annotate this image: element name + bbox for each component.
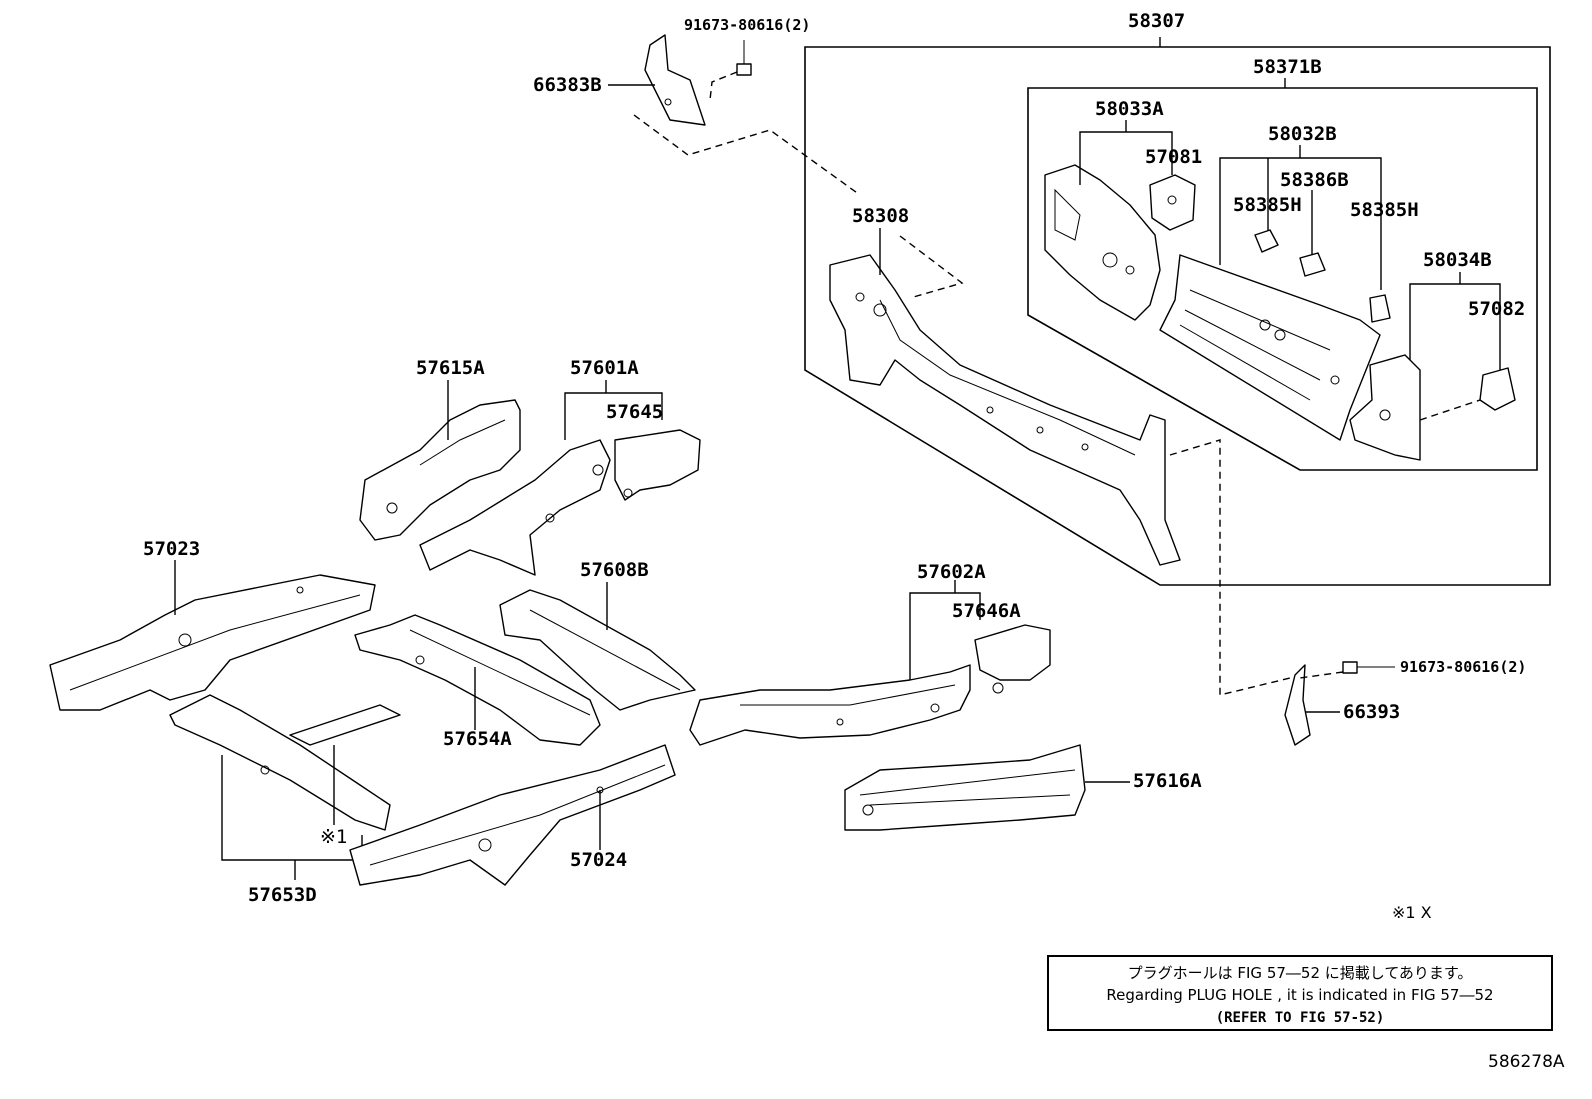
- leader-58034b: [1409, 283, 1501, 370]
- label-58034b: 58034B: [1423, 249, 1492, 271]
- rail-57601a: [419, 439, 611, 576]
- label-58033a: 58033A: [1095, 98, 1164, 120]
- label-57024: 57024: [570, 849, 628, 871]
- label-57653d: 57653D: [248, 884, 317, 906]
- label-91673-80616-right: 91673-80616(2): [1400, 658, 1527, 676]
- bracket-66383b: [644, 34, 706, 126]
- bolt-91673-right: [1342, 661, 1395, 674]
- label-57601a: 57601A: [570, 357, 639, 379]
- label-58385h-a: 58385H: [1233, 194, 1302, 216]
- dash-66393: [1169, 439, 1291, 696]
- label-mark1: ※1: [320, 826, 348, 848]
- label-91673-80616-top: 91673-80616(2): [684, 16, 811, 34]
- rocker-58308: [829, 254, 1181, 566]
- dash-57082: [1419, 399, 1481, 421]
- dash-bolt-right: [1299, 671, 1344, 679]
- label-57616a: 57616A: [1133, 770, 1202, 792]
- assembly-frame-58371b: [1027, 87, 1538, 471]
- label-57023: 57023: [143, 538, 201, 560]
- label-58307: 58307: [1128, 10, 1186, 32]
- dash-bolt-top: [709, 71, 738, 101]
- dash-66383b: [633, 114, 861, 196]
- bracket-57082: [1479, 367, 1516, 411]
- crossmember-57654a: [354, 614, 601, 746]
- label-58385h-b: 58385H: [1350, 199, 1419, 221]
- label-57615a: 57615A: [416, 357, 485, 379]
- note-japanese: プラグホールは FIG 57―52 に掲載してあります。: [1127, 964, 1473, 982]
- crossmember-57653d: [169, 694, 401, 831]
- label-58308: 58308: [852, 205, 910, 227]
- bracket-58386b: [1299, 252, 1326, 277]
- bracket-58385h-b: [1369, 294, 1391, 323]
- label-57081: 57081: [1145, 146, 1203, 168]
- note-reference: (REFER TO FIG 57-52): [1215, 1010, 1385, 1026]
- footnote-mark1: ※1 X: [1392, 903, 1432, 922]
- bracket-57645: [614, 429, 701, 501]
- panel-57616a: [844, 744, 1086, 831]
- label-58371b: 58371B: [1253, 56, 1322, 78]
- bracket-58385h-a: [1254, 229, 1279, 253]
- leader-57602a: [909, 592, 981, 680]
- label-66393: 66393: [1343, 701, 1401, 723]
- panel-57615a: [359, 399, 521, 541]
- label-57082: 57082: [1468, 298, 1526, 320]
- label-57608b: 57608B: [580, 559, 649, 581]
- note-english: Regarding PLUG HOLE , it is indicated in…: [1106, 986, 1494, 1004]
- panel-58033a: [1044, 164, 1161, 321]
- plug-hole-note: プラグホールは FIG 57―52 に掲載してあります。 Regarding P…: [1047, 955, 1553, 1031]
- label-57646a: 57646A: [952, 600, 1021, 622]
- label-66383b: 66383B: [533, 74, 602, 96]
- label-58032b: 58032B: [1268, 123, 1337, 145]
- dash-58308: [899, 235, 964, 299]
- label-57654a: 57654A: [443, 728, 512, 750]
- assembly-frame-58307: [804, 46, 1551, 586]
- figure-id: 586278A: [1488, 1052, 1565, 1072]
- bracket-66393: [1284, 664, 1311, 746]
- bracket-57081: [1149, 174, 1196, 231]
- bolt-91673-top: [736, 40, 752, 76]
- panel-58032b: [1159, 254, 1381, 441]
- rail-57023: [49, 574, 376, 711]
- label-57645: 57645: [606, 401, 664, 423]
- bracket-57646a: [974, 624, 1051, 694]
- label-58386b: 58386B: [1280, 169, 1349, 191]
- label-57602a: 57602A: [917, 561, 986, 583]
- rail-57602a: [689, 664, 971, 746]
- leader-57601a: [564, 392, 663, 440]
- crossmember-57608b: [499, 589, 696, 711]
